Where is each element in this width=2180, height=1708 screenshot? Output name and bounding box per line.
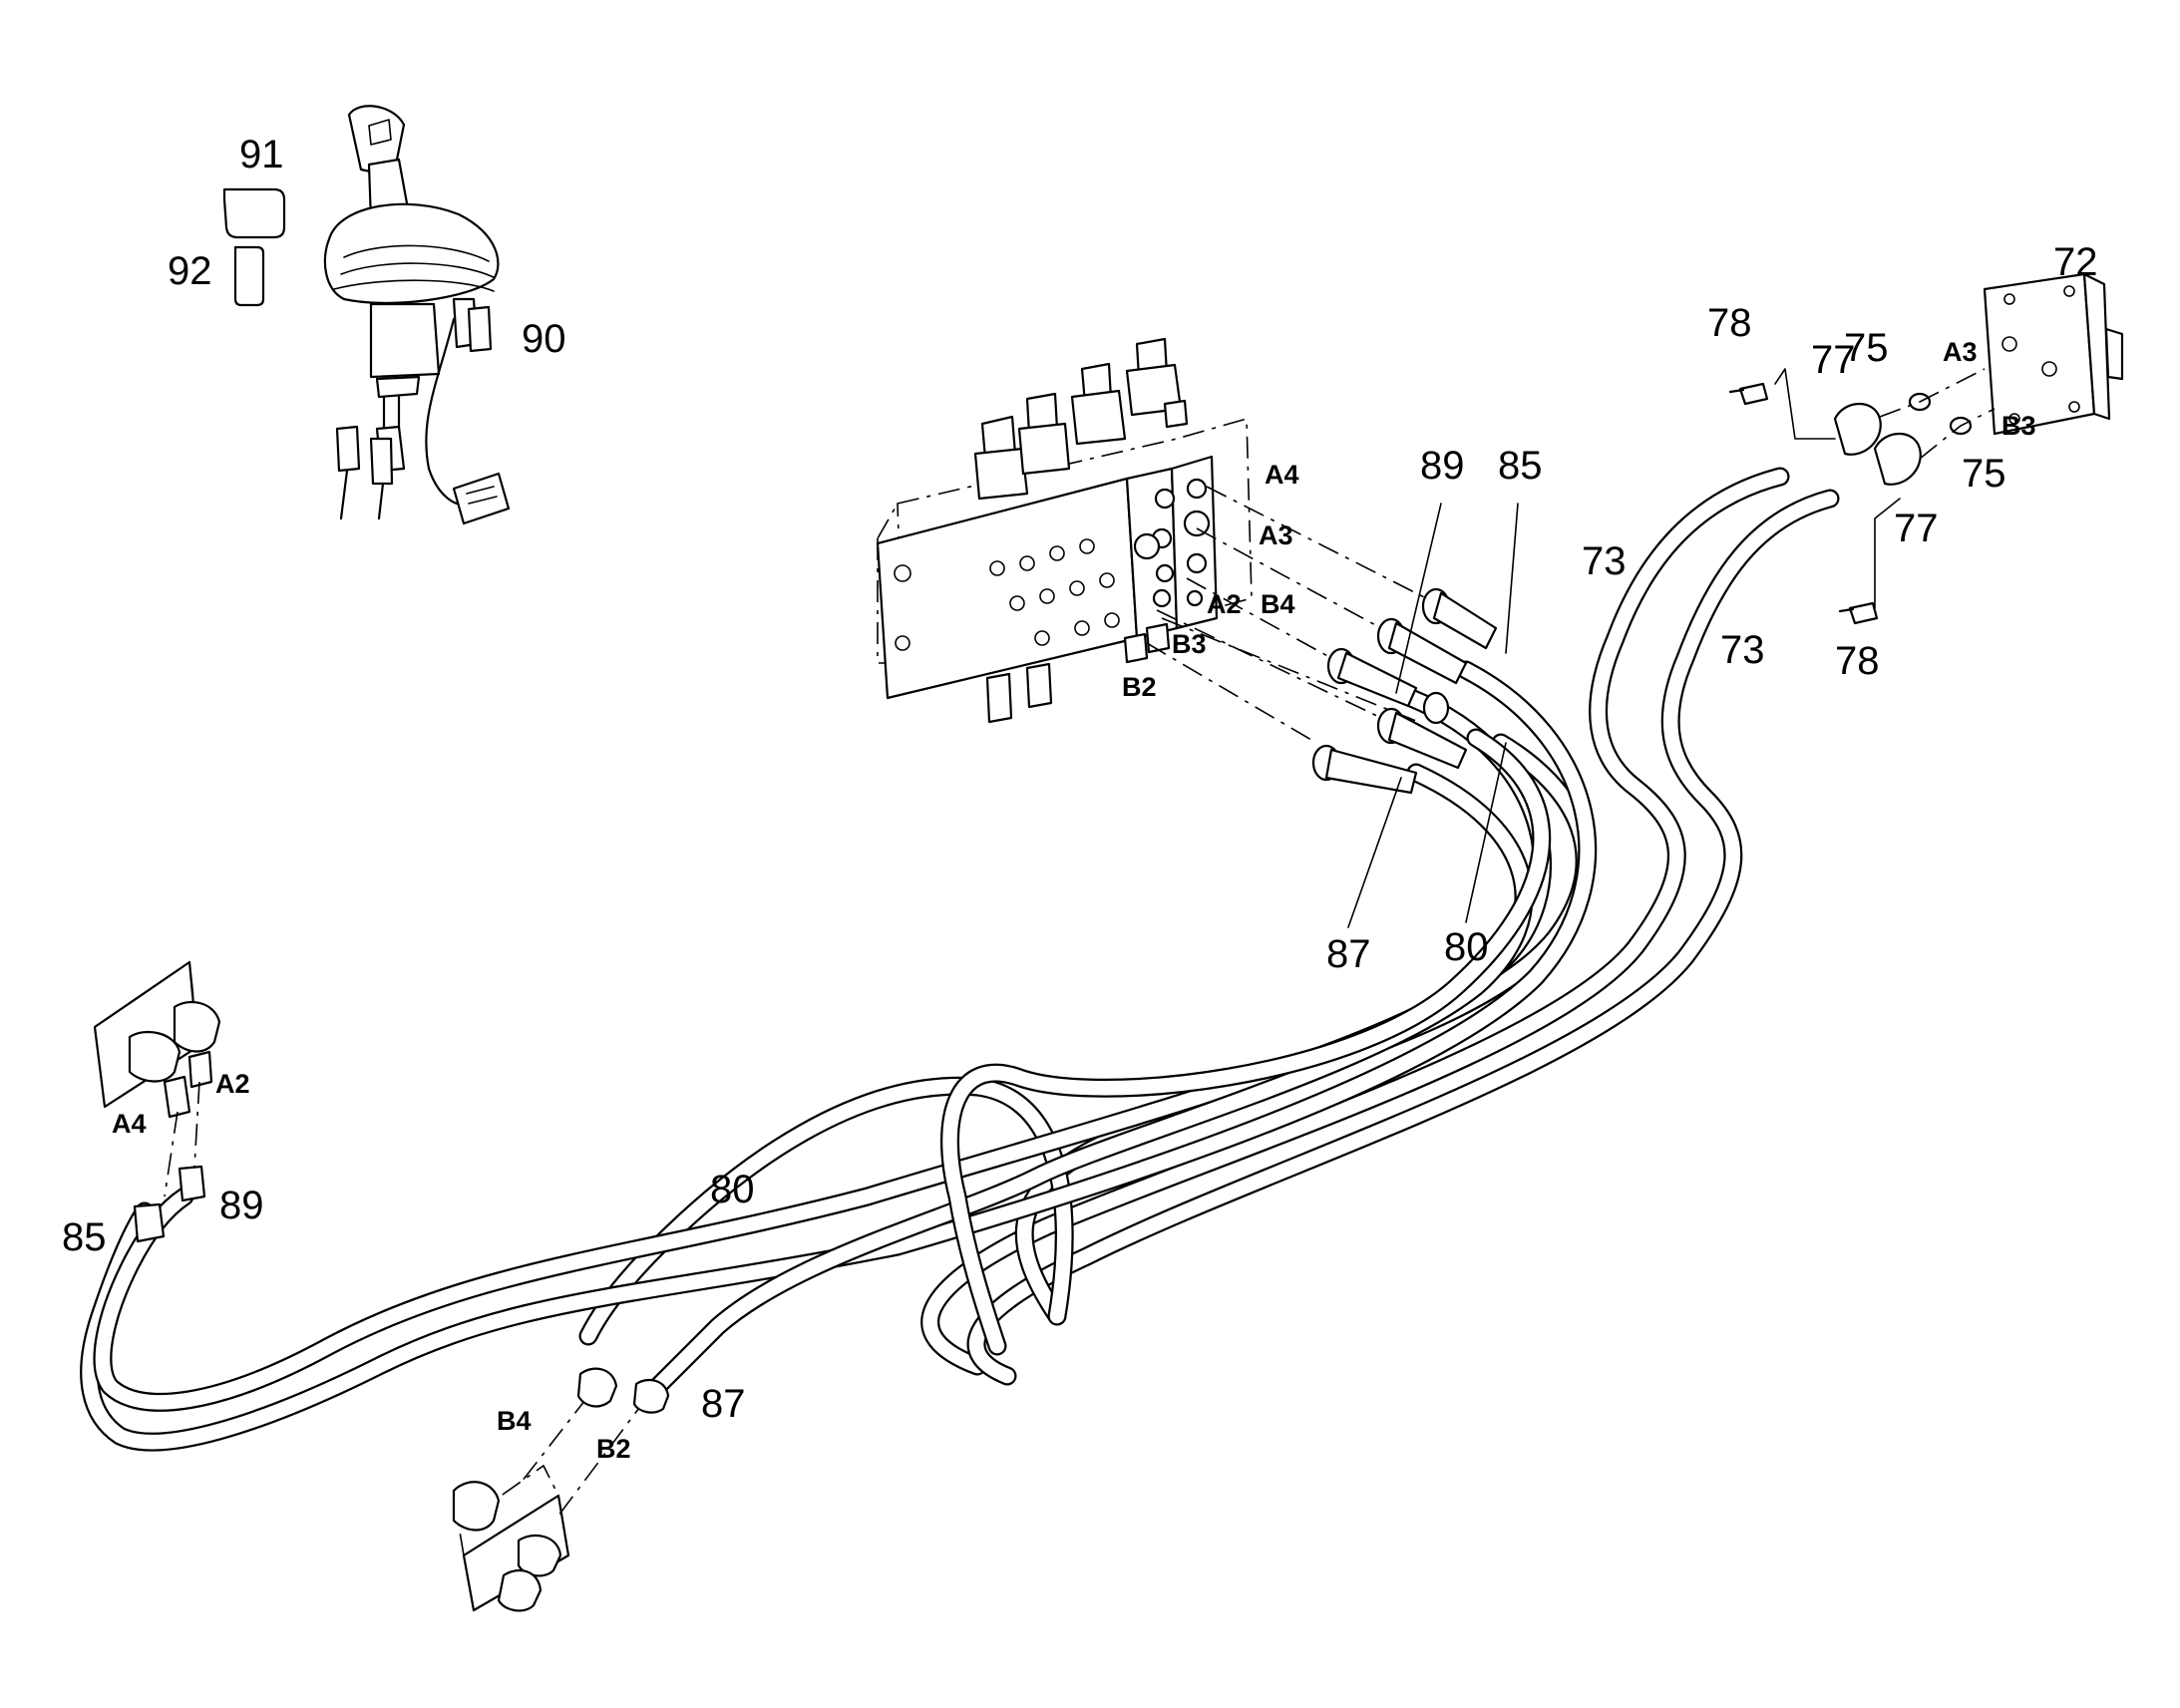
part-number-78: 78 xyxy=(1707,301,1752,345)
hose-assemblies xyxy=(80,467,1840,1452)
port-label-left-a2: A2 xyxy=(215,1069,250,1099)
part-number-87: 87 xyxy=(701,1382,746,1426)
port-label-a2: A2 xyxy=(1207,589,1242,619)
part-number-77: 77 xyxy=(1811,338,1856,382)
port-label-a3: A3 xyxy=(1259,520,1293,550)
plate-91 xyxy=(222,187,286,239)
part-number-labels: 72 73 73 75 75 77 77 78 78 80 80 85 85 8… xyxy=(62,133,2098,1426)
hose-85 xyxy=(80,660,1598,1452)
part-number-78: 78 xyxy=(1835,639,1880,683)
port-label-b4: B4 xyxy=(1261,589,1295,619)
port-label-motor-b3: B3 xyxy=(2001,411,2036,441)
flanges-seals xyxy=(1728,368,1996,625)
port-label-bottom-b4: B4 xyxy=(497,1406,532,1436)
label-plates xyxy=(222,187,286,307)
part-number-85: 85 xyxy=(1498,444,1543,488)
part-number-80: 80 xyxy=(710,1168,755,1211)
control-valve-block xyxy=(876,337,1427,744)
part-number-73: 73 xyxy=(1720,628,1765,672)
plate-92 xyxy=(233,245,265,307)
hose-fittings-valve-side xyxy=(1311,587,1498,795)
part-number-91: 91 xyxy=(239,133,284,176)
port-label-bottom-b2: B2 xyxy=(596,1434,631,1464)
part-leader-lines xyxy=(1347,503,1519,928)
joystick-assembly xyxy=(323,105,511,525)
part-number-92: 92 xyxy=(168,249,212,293)
port-label-b3: B3 xyxy=(1172,629,1207,659)
valve-port-holes xyxy=(894,478,1211,651)
part-number-75: 75 xyxy=(1844,326,1889,370)
part-number-90: 90 xyxy=(522,317,566,361)
part-number-87: 87 xyxy=(1326,932,1371,976)
left-elbow-block xyxy=(93,960,221,1197)
port-label-a4: A4 xyxy=(1265,460,1299,490)
part-number-73: 73 xyxy=(1582,539,1627,583)
hose-73-upper xyxy=(920,467,1790,1376)
part-number-89: 89 xyxy=(1420,444,1465,488)
part-number-72: 72 xyxy=(2053,240,2098,284)
port-leader-lines xyxy=(1146,486,1427,744)
valve-spools xyxy=(973,337,1189,501)
part-number-89: 89 xyxy=(219,1184,264,1227)
port-label-b2: B2 xyxy=(1122,672,1157,702)
motor-plate xyxy=(1983,272,2124,436)
port-label-left-a4: A4 xyxy=(112,1109,147,1139)
port-label-motor-a3: A3 xyxy=(1943,337,1978,367)
part-number-85: 85 xyxy=(62,1215,107,1259)
part-number-80: 80 xyxy=(1444,925,1489,969)
hose-loop xyxy=(940,728,1552,1356)
valve-fittings-bottom xyxy=(985,622,1171,724)
bottom-elbow-block xyxy=(452,1367,670,1612)
port-labels: A4 A3 A2 B4 B3 B2 A3 B3 A4 A2 B4 B2 xyxy=(112,337,2036,1464)
part-number-77: 77 xyxy=(1894,507,1939,550)
part-number-75: 75 xyxy=(1962,452,2006,496)
left-hose-fittings xyxy=(133,1165,206,1243)
